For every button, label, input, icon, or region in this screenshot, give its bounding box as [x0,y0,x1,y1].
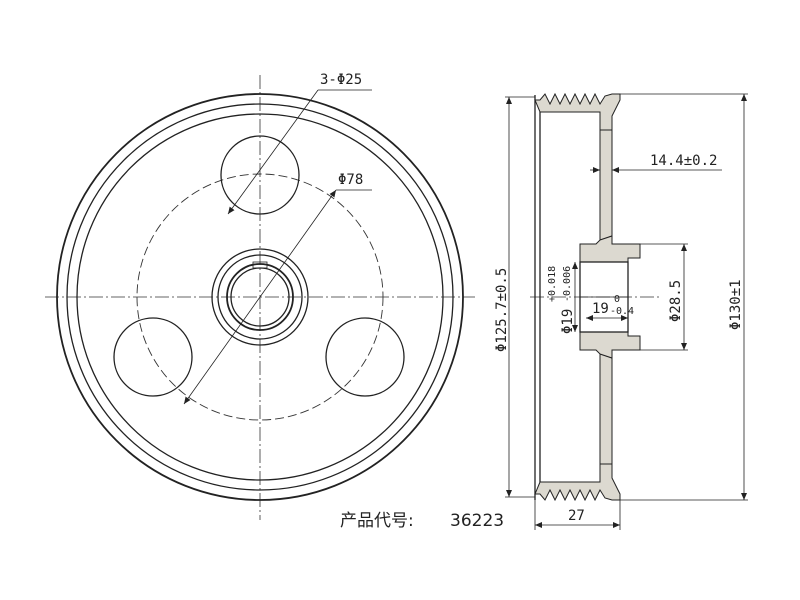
upper-web-section [599,129,613,241]
hub-lower-section [579,331,641,359]
bottom-groove-section [534,463,621,502]
effective-dia-dimension: Φ125.7±0.5 [494,268,510,352]
hole-left [113,317,193,397]
pitch-circle [136,173,384,421]
top-groove-section [534,92,621,131]
hub-outer-dimension: Φ28.5 [668,280,684,322]
hub-tolerance-upper: 0 [614,294,620,305]
width-dimension: 27 [568,508,585,524]
side-view: 14.4±0.2 Φ19 +0.018 -0.006 19 0 -0.4 Φ28… [494,92,748,530]
groove-width-dimension: 14.4±0.2 [650,153,717,169]
pitch-dimension: Φ78 [338,172,363,188]
hub-tolerance-lower: -0.4 [610,306,634,317]
outer-rim-circle [56,93,464,501]
hole-right [325,317,405,397]
hub-length-dimension: 19 [592,301,609,317]
hub-upper-section [579,235,641,263]
holes-leader [227,89,319,215]
web-outer-circle [76,113,444,481]
product-code-value: 36223 [450,511,504,531]
rim-inner-circle [66,103,454,491]
holes-dimension: 3-Φ25 [320,72,362,88]
pitch-dim-line [183,189,337,405]
bore-tolerance-upper: +0.018 [547,266,558,302]
lower-web-section [599,353,613,465]
product-code-label: 产品代号: [340,511,414,531]
outer-dia-dimension: Φ130±1 [728,279,744,330]
front-view: 3-Φ25 Φ78 产品代号: 36223 [45,72,504,531]
bore-dimension: Φ19 [560,309,576,334]
bore-tolerance-lower: -0.006 [562,266,573,302]
